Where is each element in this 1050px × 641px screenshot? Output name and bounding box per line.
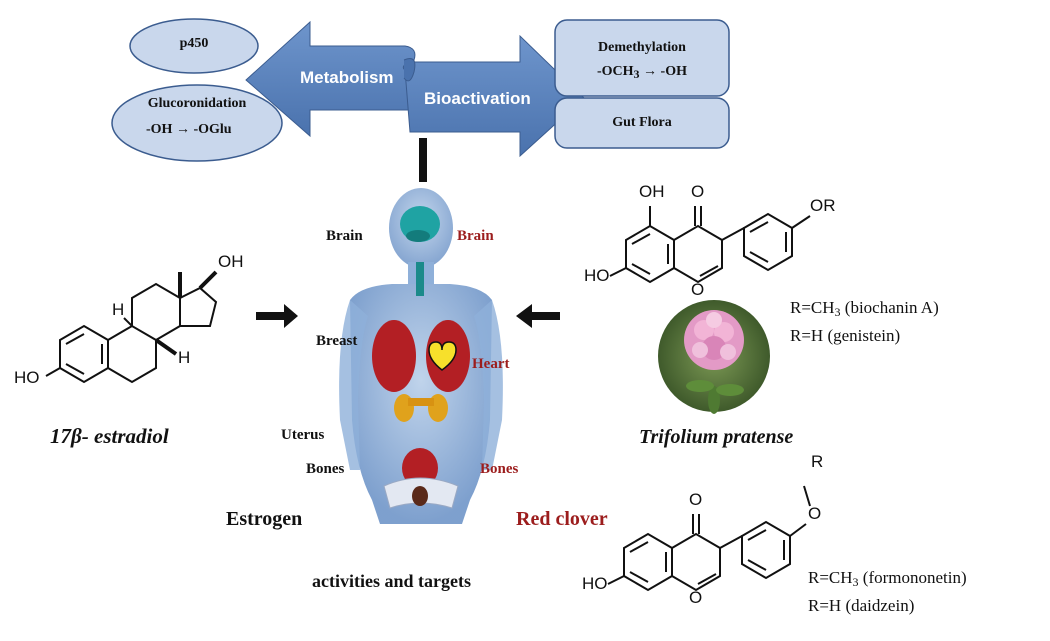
- metabolism-arrow: [245, 20, 416, 138]
- iso-top-o-carbonyl: O: [691, 182, 705, 201]
- isoflavone-bottom-structure: [607, 485, 811, 592]
- left-uterus-label: Uterus: [281, 427, 325, 443]
- formononetin-suffix: (formononetin): [858, 568, 967, 587]
- gut-flora-box: [554, 97, 730, 149]
- left-bones-label: Bones: [306, 461, 345, 477]
- activities-label: activities and targets: [312, 571, 471, 591]
- clover-photo: [658, 300, 770, 414]
- glucuronidation-reaction: -OH → -OGlu: [146, 122, 232, 138]
- scroll-curl: [403, 58, 416, 82]
- demethylation-box: [554, 19, 730, 97]
- daidzein-label: R=H (daidzein): [808, 596, 915, 615]
- p450-ellipse: [129, 18, 259, 74]
- glucuronidation-from: -OH: [146, 122, 173, 137]
- heart-organ: [428, 341, 457, 371]
- estradiol-h1: H: [112, 300, 125, 319]
- iso-bottom-r: R: [811, 452, 824, 471]
- glucuronidation-to: -OGlu: [193, 122, 232, 137]
- bioactivation-arrow-label: Bioactivation: [424, 89, 531, 108]
- estrogen-to-body-arrow: [256, 304, 298, 328]
- formononetin-prefix: R=CH: [808, 568, 853, 587]
- left-brain-label: Brain: [326, 228, 363, 244]
- metabolism-arrow-label: Metabolism: [300, 68, 394, 87]
- connector-bar: [419, 138, 427, 182]
- gut-flora-label: Gut Flora: [612, 115, 672, 130]
- iso-bottom-o-ring: O: [689, 588, 703, 607]
- right-bones-label: Bones: [480, 461, 519, 477]
- iso-top-oh: OH: [639, 182, 665, 201]
- red-clover-label: Red clover: [516, 508, 608, 530]
- formononetin-label: R=CH3 (formononetin): [808, 568, 967, 590]
- demethylation-to: -OH: [660, 64, 687, 79]
- iso-bottom-o-carbonyl: O: [689, 490, 703, 509]
- estrogen-label: Estrogen: [226, 508, 303, 530]
- p450-label: p450: [179, 36, 209, 51]
- left-breast-label: Breast: [316, 333, 358, 349]
- iso-top-or: OR: [810, 196, 836, 215]
- lungs-organ: [372, 320, 416, 392]
- biochanin-a-label: R=CH3 (biochanin A): [790, 298, 939, 320]
- estradiol-structure: [45, 270, 218, 384]
- glucuronidation-label: Glucoronidation: [147, 96, 247, 111]
- glucuronidation-ellipse: [111, 84, 283, 162]
- genistein-label: R=H (genistein): [790, 326, 901, 345]
- isoflavone-top-structure: [609, 206, 811, 284]
- right-heart-label: Heart: [472, 356, 510, 372]
- iso-bottom-ho: HO: [582, 574, 608, 593]
- formononetin-sub: 3: [852, 575, 859, 589]
- estradiol-name: 17β- estradiol: [50, 424, 169, 448]
- human-body: [339, 188, 503, 524]
- demethylation-from-sub: 3: [633, 67, 640, 81]
- right-brain-label: Brain: [457, 228, 494, 244]
- biochanin-prefix: R=CH: [790, 298, 835, 317]
- biochanin-suffix: (biochanin A): [840, 298, 939, 317]
- iso-top-o-ring: O: [691, 280, 705, 299]
- iso-top-ho: HO: [584, 266, 610, 285]
- reaction-arrow-icon: →: [175, 122, 194, 137]
- estradiol-oh: OH: [218, 252, 244, 271]
- demethylation-from: -OCH: [596, 64, 634, 79]
- estradiol-ho: HO: [14, 368, 40, 387]
- iso-bottom-o-ether: O: [808, 504, 822, 523]
- estradiol-h2: H: [178, 348, 191, 367]
- biochanin-sub: 3: [834, 305, 841, 319]
- clover-to-body-arrow: [516, 304, 560, 328]
- reaction-arrow-icon: →: [643, 64, 661, 79]
- plant-name: Trifolium pratense: [639, 426, 794, 448]
- demethylation-reaction: -OCH3 → -OH: [565, 64, 719, 82]
- demethylation-label: Demethylation: [598, 40, 686, 55]
